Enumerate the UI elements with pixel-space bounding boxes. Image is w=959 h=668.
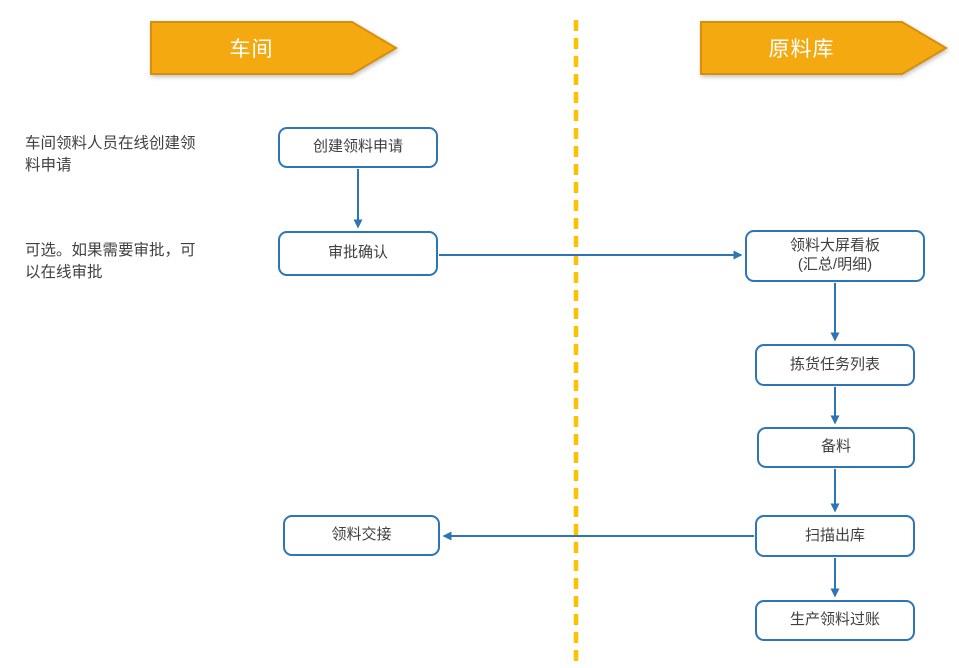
node-production-posting: 生产领料过账	[755, 600, 915, 641]
lane-header-workshop-label: 车间	[229, 38, 274, 61]
lane-header-arrow-shape	[150, 21, 398, 75]
lane-header-warehouse: 原料库	[700, 21, 948, 75]
node-material-handover: 领料交接	[283, 515, 440, 556]
node-approve-confirm: 审批确认	[278, 231, 438, 276]
annotation-optional-approval: 可选。如果需要审批，可 以在线审批	[25, 242, 196, 281]
node-create-request: 创建领料申请	[278, 127, 438, 168]
annotation-create-request: 车间领料人员在线创建领 料申请	[25, 135, 196, 174]
node-picking-task-list: 拣货任务列表	[755, 344, 915, 386]
lane-header-warehouse-label: 原料库	[768, 38, 835, 61]
node-scan-outbound: 扫描出库	[755, 515, 915, 557]
lane-header-workshop: 车间	[150, 21, 398, 75]
node-material-prepare: 备料	[757, 427, 915, 468]
lane-header-arrow-shape	[700, 21, 948, 75]
node-dashboard-board: 领料大屏看板 (汇总/明细)	[745, 230, 925, 282]
